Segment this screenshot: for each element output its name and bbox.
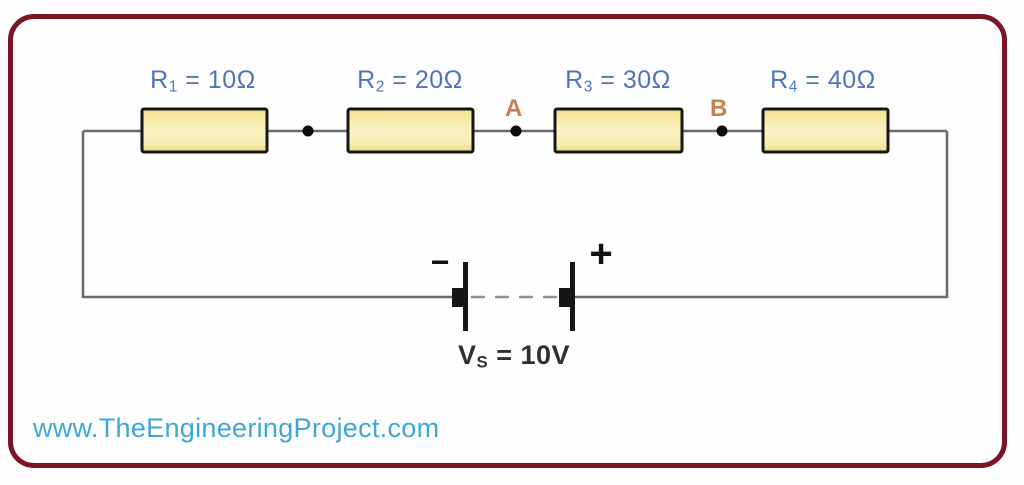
- node-a-label: A: [505, 95, 523, 122]
- voltage-source-label: VS = 10V: [458, 340, 570, 372]
- diagram-border: [8, 14, 1007, 468]
- resistor-r3-label: R3 = 30Ω: [565, 66, 671, 96]
- junction-dot-node-b: [716, 125, 728, 137]
- junction-dot-node-a: [510, 125, 522, 137]
- resistor-r1-label: R1 = 10Ω: [150, 66, 256, 96]
- battery-long-plate-left: [463, 262, 468, 331]
- resistor-r2-body: [346, 107, 475, 154]
- battery-short-plate-right: [559, 288, 570, 307]
- battery-plus-sign: +: [589, 232, 613, 276]
- resistor-r1-body: [140, 107, 269, 154]
- watermark-link[interactable]: www.TheEngineeringProject.com: [33, 413, 440, 443]
- node-b-label: B: [710, 95, 728, 122]
- resistor-r4-body: [761, 107, 890, 154]
- junction-dot-1: [302, 125, 314, 137]
- battery-minus-sign: −: [430, 244, 450, 280]
- resistor-r3-body: [553, 107, 684, 154]
- resistor-r4-label: R4 = 40Ω: [770, 66, 876, 96]
- battery-short-plate-left: [452, 288, 463, 307]
- battery-long-plate-right: [570, 262, 575, 331]
- resistor-r2-label: R2 = 20Ω: [357, 66, 463, 96]
